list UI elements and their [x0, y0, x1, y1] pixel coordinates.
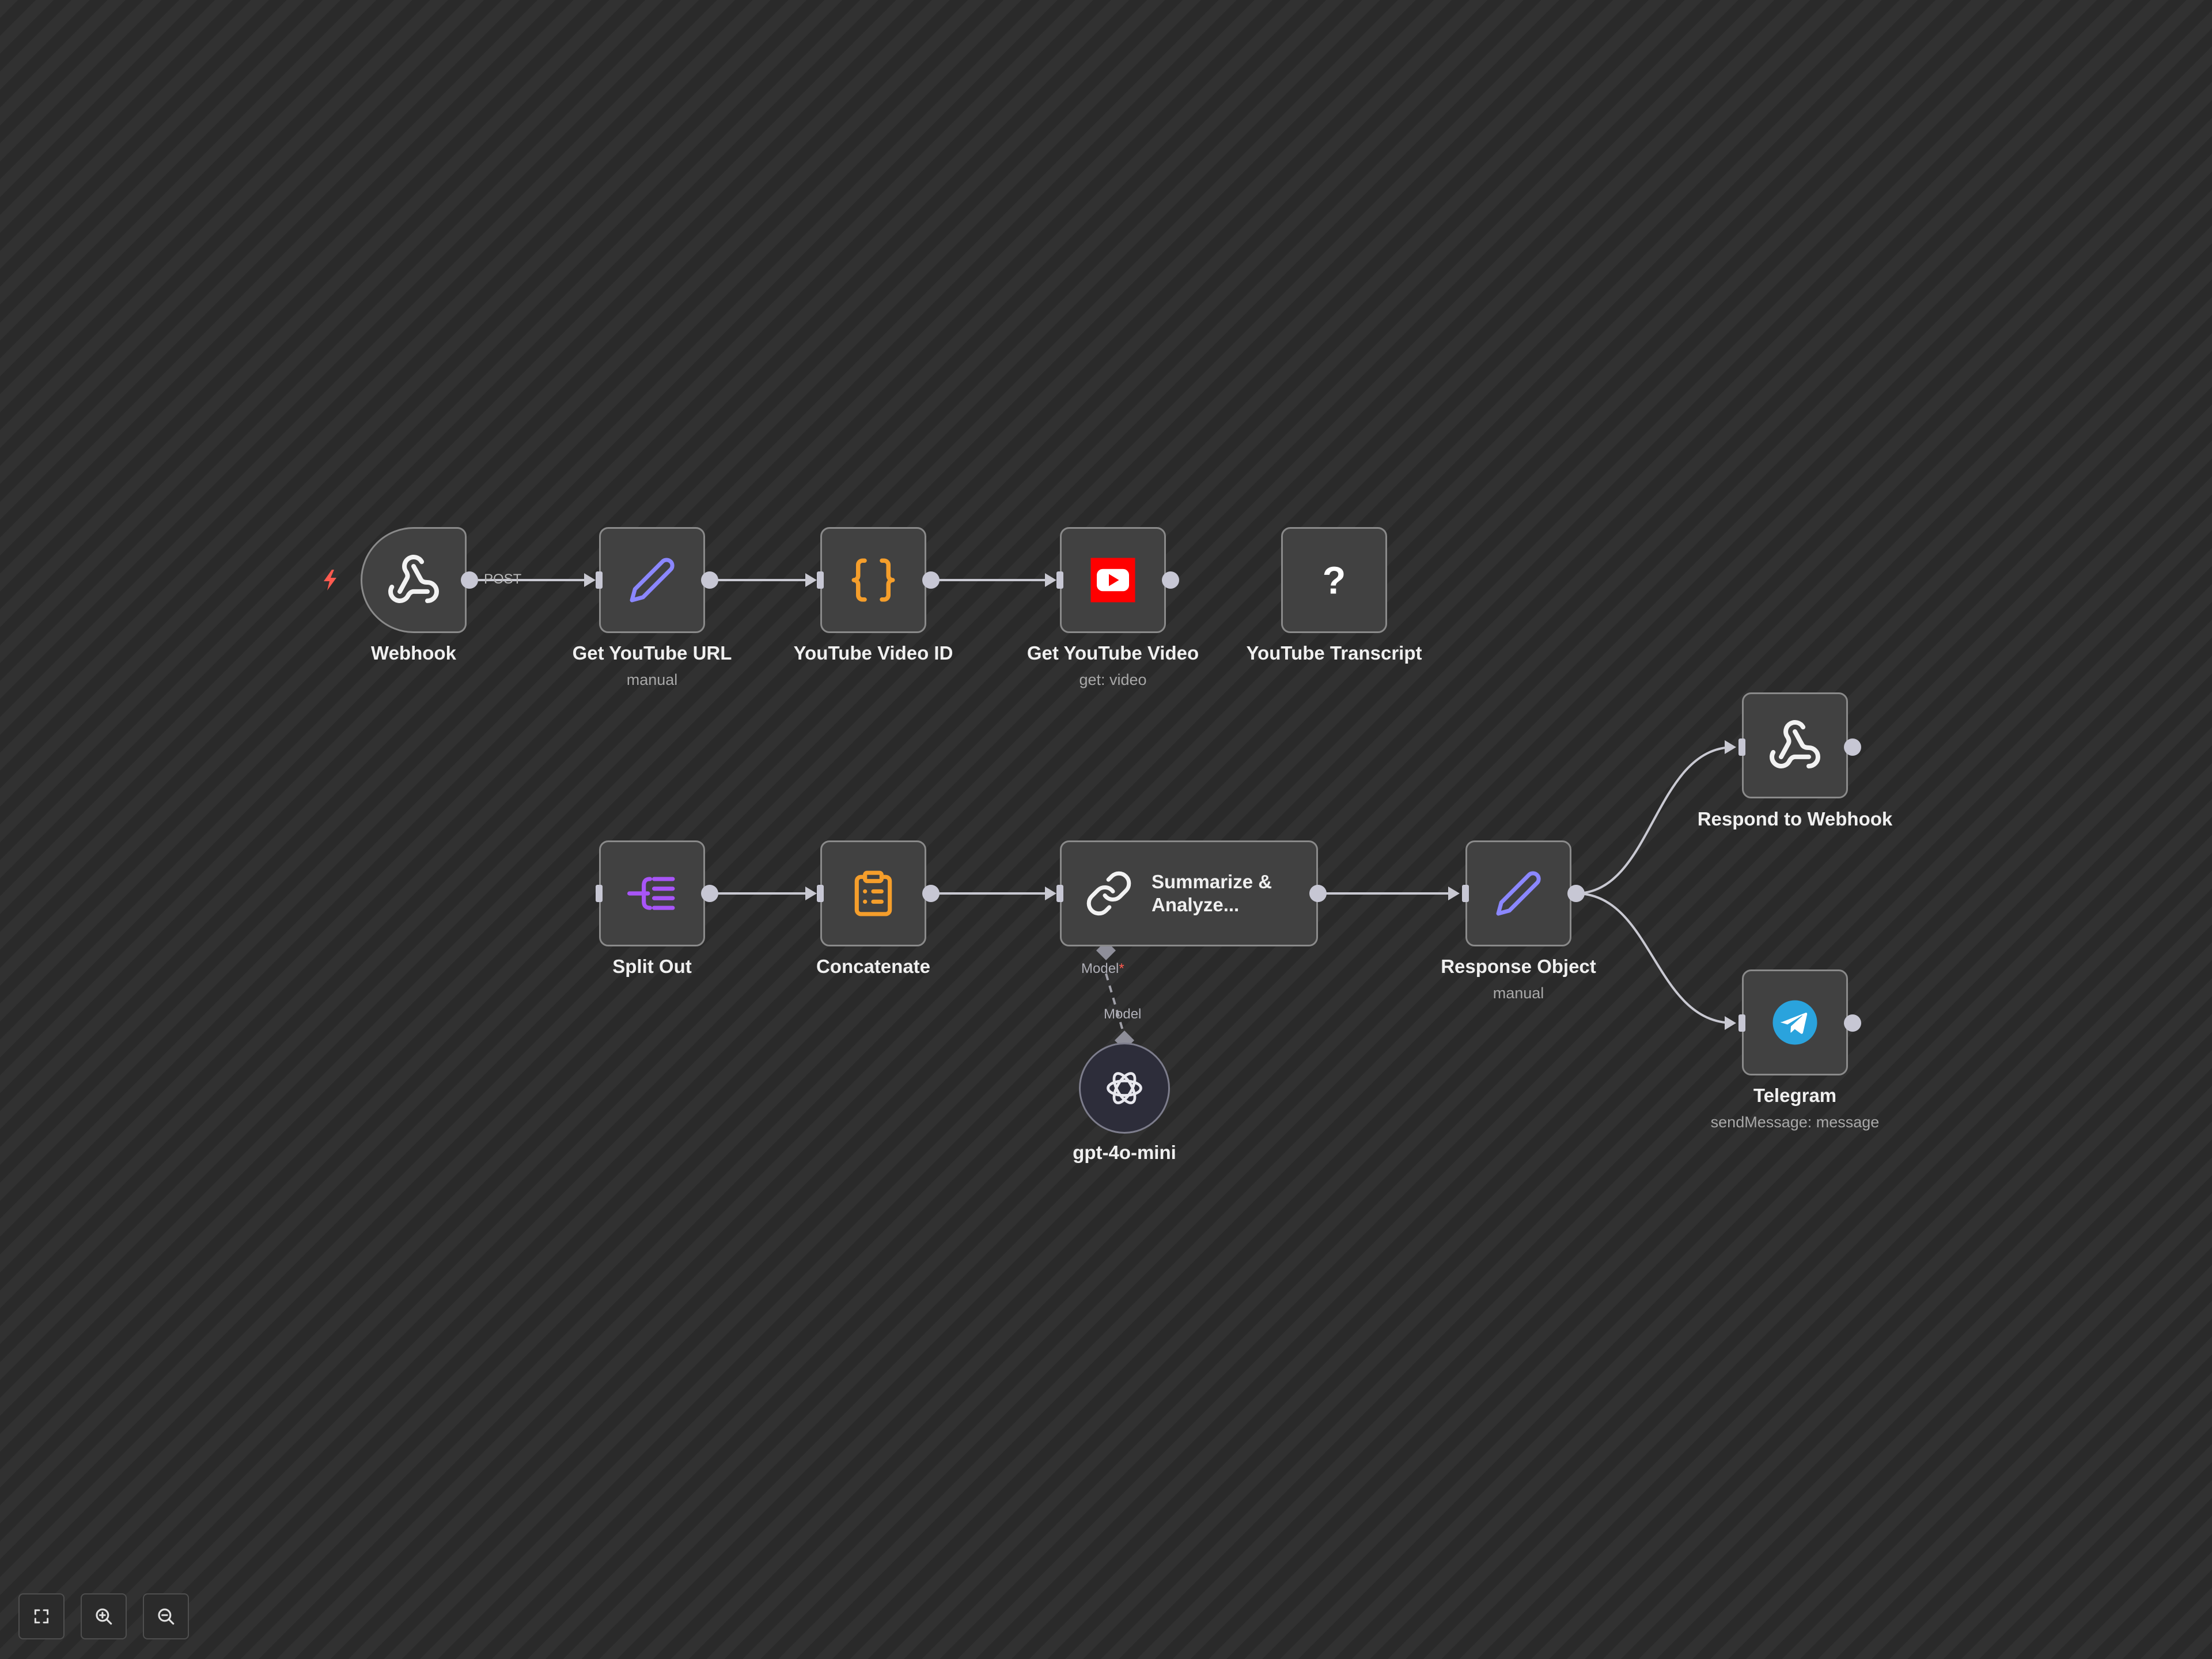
openai-icon: [1107, 1072, 1142, 1104]
get-youtube-video-node[interactable]: [1060, 527, 1166, 633]
arrowhead: [1045, 573, 1056, 587]
youtube-video-id-label: YouTube Video ID: [793, 642, 953, 664]
arrowhead: [1448, 887, 1460, 900]
curly-braces-icon: [851, 558, 895, 602]
response-object-output-port[interactable]: [1567, 885, 1585, 902]
pencil-icon: [1496, 871, 1541, 916]
webhook-node[interactable]: [361, 527, 467, 633]
telegram-icon: [1772, 1000, 1817, 1045]
fit-view-button[interactable]: [18, 1593, 65, 1639]
arrowhead: [1045, 887, 1056, 900]
svg-text:?: ?: [1323, 559, 1346, 602]
model-input-text: Model: [1081, 961, 1119, 976]
concatenate-node[interactable]: [820, 840, 926, 946]
split-icon: [627, 877, 675, 910]
zoom-out-button[interactable]: [143, 1593, 189, 1639]
youtube-video-id-node[interactable]: [820, 527, 926, 633]
respond-to-webhook-output-port[interactable]: [1844, 738, 1861, 756]
gpt-4o-mini-label: gpt-4o-mini: [1073, 1142, 1176, 1163]
arrowhead: [805, 887, 817, 900]
split-out-node[interactable]: [599, 840, 705, 946]
webhook-output-port[interactable]: [461, 571, 478, 589]
get-youtube-video-input-port[interactable]: [1056, 571, 1063, 589]
webhook-icon: [1770, 720, 1820, 768]
fit-view-icon: [34, 1609, 49, 1624]
response-object-node[interactable]: [1465, 840, 1571, 946]
get-youtube-url-node[interactable]: [599, 527, 705, 633]
question-mark-icon: ?: [1323, 559, 1346, 602]
model-output-label: Model: [1104, 1006, 1142, 1022]
concatenate-label: Concatenate: [816, 956, 931, 977]
zoom-in-icon: [96, 1608, 112, 1625]
split-out-output-port[interactable]: [701, 885, 718, 902]
webhook-icon: [388, 555, 439, 603]
concatenate-output-port[interactable]: [922, 885, 940, 902]
get-youtube-url-output-port[interactable]: [701, 571, 718, 589]
response-object-label: Response Object: [1441, 956, 1596, 977]
trigger-bolt-icon: [324, 570, 336, 590]
response-object-subtitle: manual: [1493, 984, 1544, 1002]
pencil-icon: [630, 558, 675, 603]
summarize-output-port[interactable]: [1309, 885, 1327, 902]
webhook-node-label: Webhook: [371, 642, 456, 664]
youtube-transcript-node[interactable]: ?: [1281, 527, 1387, 633]
telegram-output-port[interactable]: [1844, 1014, 1861, 1032]
concatenate-input-port[interactable]: [817, 885, 824, 902]
split-out-label: Split Out: [612, 956, 692, 977]
arrowhead: [1725, 1016, 1736, 1030]
youtube-video-id-input-port[interactable]: [817, 571, 824, 589]
post-edge-label: POST: [484, 571, 522, 587]
telegram-input-port[interactable]: [1738, 1014, 1745, 1032]
respond-to-webhook-node[interactable]: [1742, 692, 1848, 798]
get-youtube-video-subtitle: get: video: [1079, 671, 1147, 688]
summarize-analyze-title: Summarize & Analyze...: [1152, 870, 1284, 916]
telegram-node[interactable]: [1742, 969, 1848, 1075]
summarize-title-line2: Analyze...: [1152, 894, 1240, 915]
get-youtube-url-input-port[interactable]: [596, 571, 603, 589]
model-input-label: Model*: [1081, 961, 1124, 977]
get-youtube-video-output-port[interactable]: [1162, 571, 1179, 589]
telegram-subtitle: sendMessage: message: [1710, 1113, 1880, 1131]
split-out-input-port[interactable]: [596, 885, 603, 902]
response-object-input-port[interactable]: [1462, 885, 1469, 902]
respond-to-webhook-label: Respond to Webhook: [1697, 808, 1893, 830]
gpt-4o-mini-node[interactable]: [1079, 1043, 1170, 1134]
respond-to-webhook-input-port[interactable]: [1738, 738, 1745, 756]
telegram-label: Telegram: [1753, 1085, 1837, 1106]
zoom-out-icon: [158, 1608, 175, 1625]
get-youtube-url-subtitle: manual: [626, 671, 678, 688]
get-youtube-url-label: Get YouTube URL: [572, 642, 732, 664]
arrowhead: [1725, 740, 1736, 754]
youtube-icon: [1090, 558, 1135, 603]
connection-model-dashed[interactable]: [1105, 973, 1124, 1033]
chain-link-icon: [1086, 871, 1131, 916]
summarize-analyze-node[interactable]: Summarize & Analyze...: [1060, 840, 1318, 946]
zoom-in-button[interactable]: [81, 1593, 127, 1639]
youtube-video-id-output-port[interactable]: [922, 571, 940, 589]
arrowhead: [584, 573, 596, 587]
summarize-title-line1: Summarize &: [1152, 871, 1272, 892]
get-youtube-video-label: Get YouTube Video: [1027, 642, 1199, 664]
clipboard-list-icon: [854, 870, 892, 916]
arrowhead: [805, 573, 817, 587]
summarize-input-port[interactable]: [1056, 885, 1063, 902]
model-required-mark: *: [1119, 961, 1124, 976]
youtube-transcript-label: YouTube Transcript: [1246, 642, 1422, 664]
